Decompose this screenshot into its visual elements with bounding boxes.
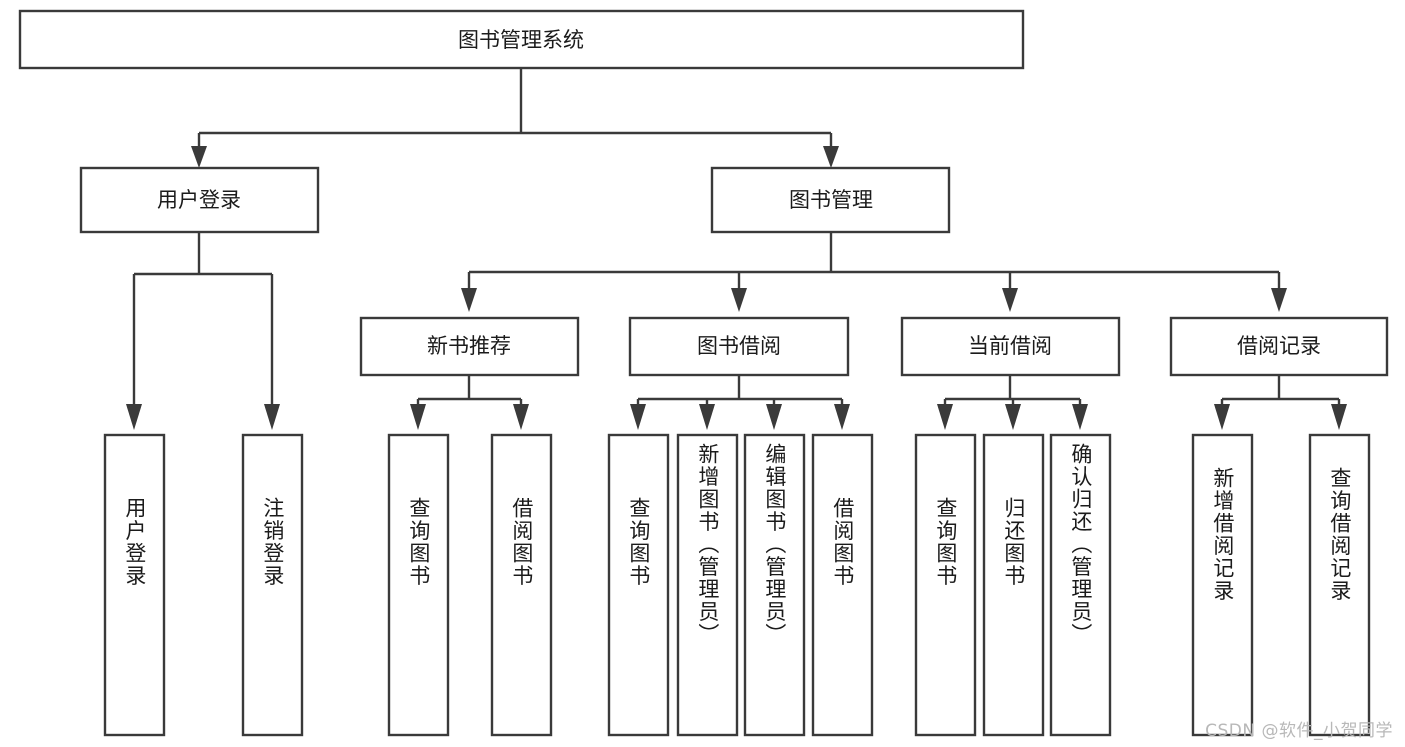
arrowhead-new-book-rec xyxy=(461,288,477,312)
node-book-manage-rect[interactable] xyxy=(710,166,951,234)
arrowhead-leaf-query-book-3 xyxy=(937,404,953,430)
arrowhead-book-manage xyxy=(823,146,839,168)
arrowhead-leaf-borrow-book-1 xyxy=(513,404,529,430)
node-leaf-user-login-rect[interactable] xyxy=(103,433,166,737)
arrowhead-borrow-record xyxy=(1271,288,1287,312)
node-leaf-logout-rect[interactable] xyxy=(241,433,304,737)
node-leaf-confirm-return-rect[interactable] xyxy=(1049,433,1112,737)
node-leaf-query-book-1-rect[interactable] xyxy=(387,433,450,737)
arrowhead-leaf-logout xyxy=(264,404,280,430)
node-root-rect[interactable] xyxy=(18,9,1025,70)
arrowhead-leaf-query-book-1 xyxy=(410,404,426,430)
arrowhead-book-borrow xyxy=(731,288,747,312)
node-leaf-query-book-2-rect[interactable] xyxy=(607,433,670,737)
node-book-borrow-label: 图书借阅 xyxy=(697,334,781,358)
node-book-borrow-rect[interactable] xyxy=(628,316,850,377)
arrowhead-leaf-return-book xyxy=(1005,404,1021,430)
arrowhead-leaf-query-book-2 xyxy=(630,404,646,430)
node-new-book-rec-label: 新书推荐 xyxy=(427,334,511,358)
node-leaf-return-book-rect[interactable] xyxy=(982,433,1045,737)
node-leaf-edit-book-rect[interactable] xyxy=(743,433,806,737)
node-book-manage[interactable]: 图书管理 xyxy=(710,166,951,234)
arrowhead-user-login xyxy=(191,146,207,168)
node-leaf-query-record-rect[interactable] xyxy=(1308,433,1371,737)
node-user-login-rect[interactable] xyxy=(79,166,320,234)
arrowhead-leaf-borrow-book-2 xyxy=(834,404,850,430)
node-borrow-record-rect[interactable] xyxy=(1169,316,1389,377)
arrowhead-current-borrow xyxy=(1002,288,1018,312)
arrowhead-leaf-add-record xyxy=(1214,404,1230,430)
node-book-manage-label: 图书管理 xyxy=(789,188,873,212)
node-borrow-record[interactable]: 借阅记录 xyxy=(1169,316,1389,377)
node-root[interactable]: 图书管理系统 xyxy=(18,9,1025,70)
node-book-borrow[interactable]: 图书借阅 xyxy=(628,316,850,377)
node-new-book-rec-rect[interactable] xyxy=(359,316,580,377)
node-current-borrow-label: 当前借阅 xyxy=(968,334,1052,358)
node-leaf-add-record-rect[interactable] xyxy=(1191,433,1254,737)
node-leaf-borrow-book-2-rect[interactable] xyxy=(811,433,874,737)
node-layer: 图书管理系统 用户登录 图书管理 新书推荐 图书借阅 当前 xyxy=(18,9,1389,737)
arrowhead-leaf-user-login xyxy=(126,404,142,430)
node-borrow-record-label: 借阅记录 xyxy=(1237,334,1321,358)
watermark-text: CSDN @软件_小贺同学 xyxy=(1205,721,1393,741)
node-user-login-label: 用户登录 xyxy=(157,188,241,212)
arrowhead-leaf-confirm-return xyxy=(1072,404,1088,430)
node-root-label: 图书管理系统 xyxy=(458,28,584,52)
node-new-book-rec[interactable]: 新书推荐 xyxy=(359,316,580,377)
node-current-borrow[interactable]: 当前借阅 xyxy=(900,316,1121,377)
arrowhead-leaf-add-book xyxy=(699,404,715,430)
connector-layer xyxy=(126,68,1347,430)
arrowhead-leaf-query-record xyxy=(1331,404,1347,430)
arrowhead-leaf-edit-book xyxy=(766,404,782,430)
node-user-login[interactable]: 用户登录 xyxy=(79,166,320,234)
node-leaf-query-book-3-rect[interactable] xyxy=(914,433,977,737)
node-leaf-borrow-book-1-rect[interactable] xyxy=(490,433,553,737)
node-leaf-add-book-rect[interactable] xyxy=(676,433,739,737)
node-current-borrow-rect[interactable] xyxy=(900,316,1121,377)
